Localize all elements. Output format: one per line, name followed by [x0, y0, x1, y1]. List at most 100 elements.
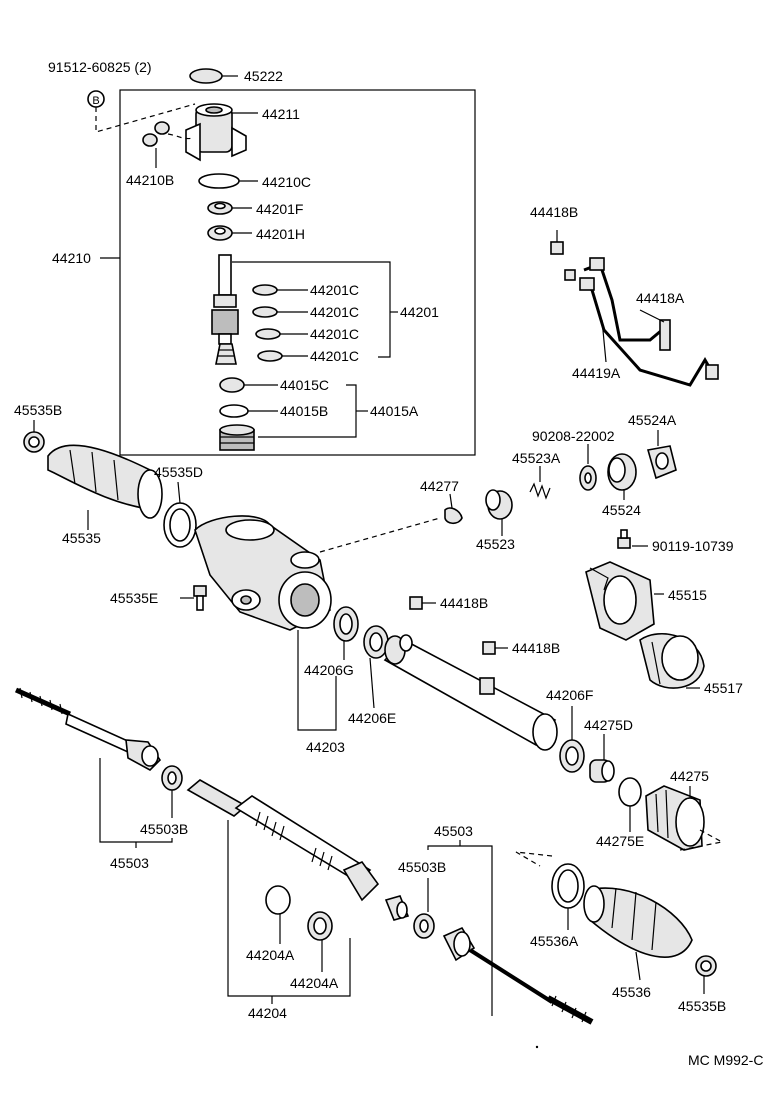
label-45515: 45515: [668, 587, 707, 603]
part-45524a-bushing: [646, 445, 677, 480]
label-44201f: 44201F: [256, 201, 303, 217]
part-44201c-ring-4: [257, 350, 283, 362]
part-44201-control-valve-shaft: [211, 254, 239, 365]
label-44204a-2: 44204A: [290, 975, 339, 991]
label-44275: 44275: [670, 768, 709, 784]
part-45535b-clamp: [23, 431, 45, 453]
label-44210c: 44210C: [262, 174, 311, 190]
part-45523-adjuster: [485, 489, 513, 520]
label-44418b-1: 44418B: [530, 204, 578, 220]
part-44418b-bolt-3: [482, 641, 496, 655]
label-44210b: 44210B: [126, 172, 174, 188]
part-45503b-clip-right: [413, 913, 435, 939]
part-44201c-ring-1: [252, 284, 278, 296]
part-45536a-clamp: [551, 863, 585, 909]
label-45524: 45524: [602, 502, 641, 518]
figure-id: MC M992-C: [688, 1052, 763, 1068]
label-44015a: 44015A: [370, 403, 419, 419]
part-44418b-union-bolt: [550, 241, 576, 281]
label-91512-60825: 91512-60825 (2): [48, 59, 152, 75]
label-44418b-3: 44418B: [512, 640, 560, 656]
label-45536a: 45536A: [530, 933, 579, 949]
part-44204a-cap: [265, 885, 291, 915]
part-90119-bolt: [617, 529, 631, 549]
part-44201c-ring-3: [255, 328, 281, 340]
part-44201h-seal: [207, 225, 233, 241]
part-45535e-bolt: [193, 585, 207, 611]
part-45503b-clip-left: [161, 765, 183, 791]
label-44206f: 44206F: [546, 687, 593, 703]
part-45517-grommet: [639, 632, 705, 689]
label-45535d: 45535D: [154, 464, 203, 480]
label-45503b-2: 45503B: [398, 859, 446, 875]
label-45523: 45523: [476, 536, 515, 552]
label-44201h: 44201H: [256, 226, 305, 242]
dot: [535, 1045, 539, 1049]
part-45536-boot: [583, 885, 693, 958]
label-44204: 44204: [248, 1005, 287, 1021]
part-44201f-bearing: [207, 201, 233, 215]
label-45535b-2: 45535B: [678, 998, 726, 1014]
part-44204-rack: [186, 779, 380, 902]
label-44201c-1: 44201C: [310, 282, 359, 298]
part-44275-end-housing: [645, 785, 705, 851]
part-44015a-plug: [219, 424, 255, 451]
label-45503-1: 45503: [110, 855, 149, 871]
label-45536: 45536: [612, 984, 651, 1000]
part-rack-end-bushing: [384, 895, 410, 921]
part-44201c-ring-2: [252, 306, 278, 318]
label-44210: 44210: [52, 250, 91, 266]
part-44211-valve-housing: [185, 103, 247, 162]
label-90208-22002: 90208-22002: [532, 428, 615, 444]
label-45535: 45535: [62, 530, 101, 546]
label-44418a: 44418A: [636, 290, 685, 306]
part-44275d-bushing: [589, 759, 615, 783]
label-44206g: 44206G: [304, 662, 354, 678]
part-44015c-ring: [219, 377, 245, 393]
part-44277-plug: [444, 507, 463, 525]
label-44201c-3: 44201C: [310, 326, 359, 342]
part-45515-bracket: [585, 561, 655, 641]
label-44277: 44277: [420, 478, 459, 494]
label-45535e: 45535E: [110, 590, 158, 606]
part-45524-bushing: [607, 453, 637, 491]
part-44206g-seal: [333, 606, 359, 642]
part-44418b-bolt-2: [409, 596, 423, 610]
part-44206e-seal: [363, 625, 389, 659]
label-45503b-1: 45503B: [140, 821, 188, 837]
label-90119-10739: 90119-10739: [652, 538, 734, 554]
marker-b: B: [92, 95, 99, 107]
label-45523a: 45523A: [512, 450, 561, 466]
part-44206f-seal: [559, 739, 585, 773]
label-44015b: 44015B: [280, 403, 328, 419]
part-44210b-plug: [142, 121, 170, 147]
label-44201c-2: 44201C: [310, 304, 359, 320]
label-44419a: 44419A: [572, 365, 621, 381]
label-44206e: 44206E: [348, 710, 396, 726]
part-44275e-oring: [618, 777, 642, 807]
part-90208-washer: [579, 465, 597, 491]
label-45535b-1: 45535B: [14, 402, 62, 418]
part-45222-cap: [189, 68, 223, 84]
label-44201: 44201: [400, 304, 439, 320]
part-45503-tie-rod-right: [442, 926, 594, 1025]
part-44204a-seal: [307, 911, 333, 941]
part-45535-boot: [47, 444, 163, 519]
part-44015b-oring: [219, 404, 249, 418]
part-45535d-clamp: [163, 502, 197, 548]
assembly-box-44210: [119, 89, 476, 456]
part-44419a-tube: [579, 257, 719, 387]
label-44204a-1: 44204A: [246, 947, 295, 963]
label-44211: 44211: [262, 106, 300, 122]
part-44210c-oring: [198, 173, 240, 189]
label-44201c-4: 44201C: [310, 348, 359, 364]
label-45524a: 45524A: [628, 412, 677, 428]
label-44418b-2: 44418B: [440, 595, 488, 611]
part-45535b-clamp-right: [695, 955, 717, 977]
part-45503-tie-rod-left: [14, 687, 162, 771]
label-44275e: 44275E: [596, 833, 644, 849]
part-45523a-spring: [529, 482, 551, 500]
label-44203: 44203: [306, 739, 345, 755]
